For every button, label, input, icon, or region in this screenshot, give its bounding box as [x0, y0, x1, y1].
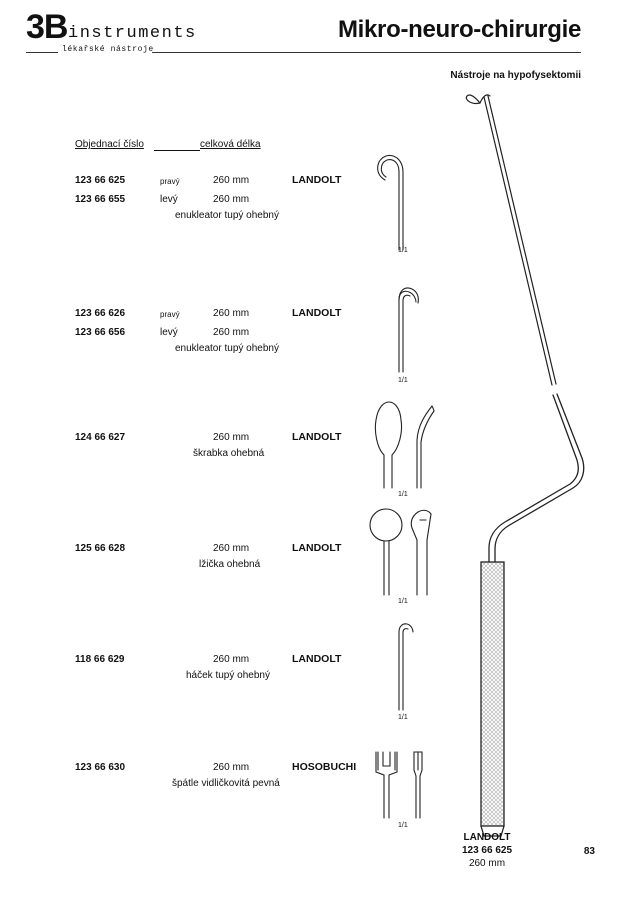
item-5-description: háček tupý ohebný [186, 670, 270, 681]
item-3-length: 260 mm [213, 432, 250, 443]
item-3-description: škrabka ohebná [193, 448, 265, 459]
item-5-code: 118 66 629 [75, 654, 125, 665]
item-5-brand: LANDOLT [292, 653, 342, 665]
item-1-length-left: 260 mm [213, 194, 250, 205]
item-1-code-left: 123 66 655 [75, 194, 126, 205]
logo-subtitle: lékařské nástroje [62, 45, 154, 54]
item-4-brand: LANDOLT [292, 542, 342, 554]
item-2-side-left: levý [160, 327, 178, 338]
item-5-length: 260 mm [213, 654, 250, 665]
item-3-code: 124 66 627 [75, 432, 126, 443]
column-header-total-length: celková délka [200, 139, 261, 150]
item-5-scale: 1/1 [398, 714, 408, 721]
item-3-curette-illustration [374, 401, 435, 489]
item-2-brand: LANDOLT [292, 307, 342, 319]
item-4-length: 260 mm [213, 543, 250, 554]
item-3-brand: LANDOLT [292, 431, 342, 443]
column-header-order-number: Objednací číslo [75, 139, 144, 150]
item-1-code-right: 123 66 625 [75, 175, 126, 186]
item-4-spoon-illustration [369, 508, 432, 596]
item-2-side-right: pravý [160, 310, 180, 319]
caption-length: 260 mm [468, 858, 506, 869]
item-1-side-left: levý [160, 194, 178, 205]
landolt-large-illustration [465, 94, 585, 837]
item-4-description: lžička ohebná [199, 559, 261, 570]
item-6-description: špátle vidličkovitá pevná [172, 778, 280, 789]
item-6-code: 123 66 630 [75, 762, 126, 773]
item-2-code-left: 123 66 656 [75, 327, 126, 338]
caption-code: 123 66 625 [461, 845, 513, 856]
item-6-brand: HOSOBUCHI [292, 761, 357, 773]
item-3-scale: 1/1 [398, 491, 408, 498]
item-1-brand: LANDOLT [292, 174, 342, 186]
logo-wordmark: instruments [68, 24, 197, 43]
logo-3b: 3B [26, 8, 68, 46]
item-6-scale: 1/1 [398, 822, 408, 829]
item-1-side-right: pravý [160, 177, 180, 186]
item-1-length-right: 260 mm [213, 175, 250, 186]
item-2-scale: 1/1 [398, 377, 408, 384]
column-header-connector [154, 150, 200, 151]
item-2-description: enukleator tupý ohebný [175, 343, 279, 354]
item-4-code: 125 66 628 [75, 543, 126, 554]
page-number: 83 [583, 846, 595, 857]
section-title: Nástroje na hypofysektomii [450, 70, 581, 81]
item-2-length-left: 260 mm [213, 327, 250, 338]
item-6-length: 260 mm [213, 762, 250, 773]
item-2-length-right: 260 mm [213, 308, 250, 319]
item-1-enucleator-illustration [377, 154, 404, 251]
item-5-hook-illustration [398, 623, 414, 711]
item-2-enucleator-illustration [398, 287, 419, 373]
item-1-description: enukleator tupý ohebný [175, 210, 279, 221]
item-4-scale: 1/1 [398, 598, 408, 605]
caption-brand: LANDOLT [463, 832, 511, 843]
item-6-spatula-illustration [375, 751, 423, 819]
header-rule [26, 52, 581, 53]
item-2-code-right: 123 66 626 [75, 308, 126, 319]
page-title: Mikro-neuro-chirurgie [337, 16, 581, 43]
